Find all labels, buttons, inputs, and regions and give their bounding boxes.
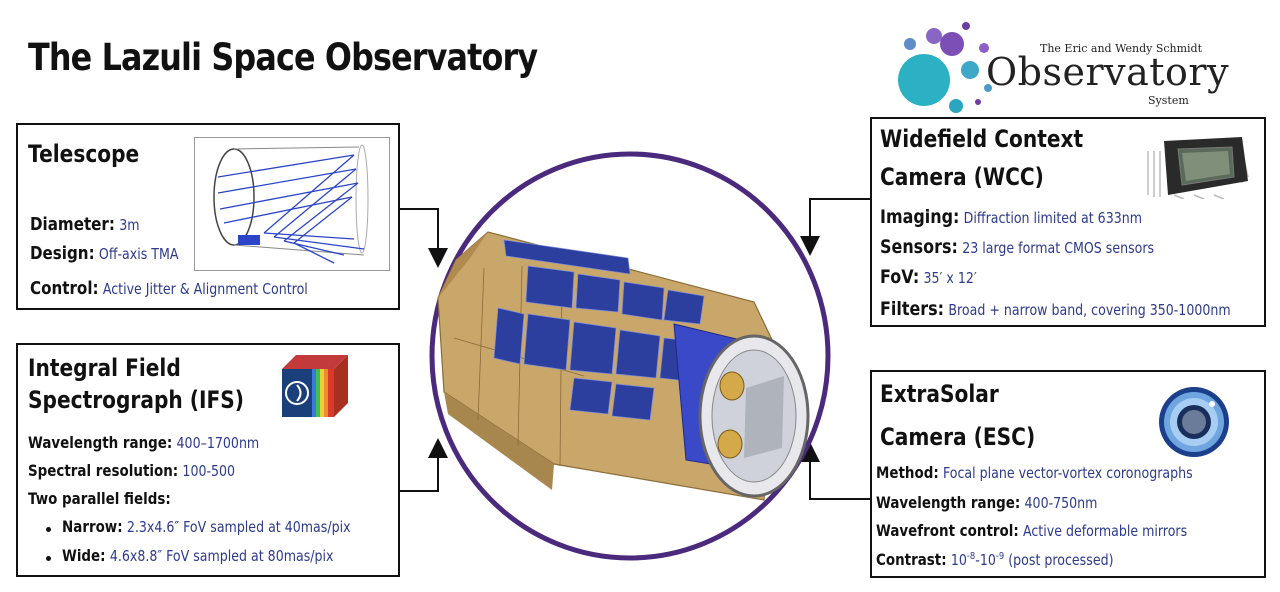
telescope-design-row: Design: Off-axis TMA <box>30 243 178 264</box>
esc-method-row: Method: Focal plane vector-vortex corono… <box>876 463 1193 482</box>
telescope-diameter-row: Diameter: 3m <box>30 214 140 235</box>
esc-heading-line2: Camera (ESC) <box>880 423 1036 451</box>
wcc-panel: Widefield Context Camera (WCC) Imaging: … <box>870 117 1266 327</box>
wcc-heading-line1: Widefield Context <box>880 125 1084 153</box>
ifs-heading-line2: Spectrograph (IFS) <box>28 386 245 414</box>
row-label: Narrow: <box>62 517 123 536</box>
esc-arrow <box>800 442 870 500</box>
logo-subtitle: System <box>1148 94 1189 107</box>
row-value: 100-500 <box>182 462 236 480</box>
logo-top-line: The Eric and Wendy Schmidt <box>1040 42 1203 55</box>
telescope-ray-diagram-icon <box>194 137 390 271</box>
row-label: Diameter: <box>30 214 115 235</box>
ifs-panel: Integral Field Spectrograph (IFS) Wavele… <box>16 343 400 577</box>
row-label: Sensors: <box>880 236 958 258</box>
observatory-logo: The Eric and Wendy Schmidt Observatory S… <box>890 14 1240 118</box>
row-value: Active Jitter & Alignment Control <box>102 280 308 298</box>
row-label: Wavefront control: <box>876 521 1019 540</box>
wcc-heading-line2: Camera (WCC) <box>880 163 1044 191</box>
row-value: 10-8-10-9 (post processed) <box>950 551 1114 569</box>
ifs-arrow <box>400 438 448 492</box>
row-value: 35′ x 12′ <box>923 269 977 287</box>
telescope-heading: Telescope <box>28 140 140 168</box>
row-value: Active deformable mirrors <box>1022 522 1188 540</box>
row-label: Wavelength range: <box>28 433 173 452</box>
wcc-filters-row: Filters: Broad + narrow band, covering 3… <box>880 298 1231 320</box>
row-label: Wavelength range: <box>876 493 1021 512</box>
row-label: Spectral resolution: <box>28 461 179 480</box>
row-label: Design: <box>30 243 95 264</box>
ifs-resolution-row: Spectral resolution: 100-500 <box>28 461 235 480</box>
ifs-narrow-row: Narrow: 2.3x4.6″ FoV sampled at 40mas/pi… <box>62 517 351 536</box>
bullet-icon <box>46 527 51 532</box>
row-value: Diffraction limited at 633nm <box>963 209 1142 227</box>
wcc-arrow <box>800 198 870 256</box>
esc-heading-line1: ExtraSolar <box>880 380 999 408</box>
esc-wavefront-row: Wavefront control: Active deformable mir… <box>876 521 1187 540</box>
ifs-heading-line1: Integral Field <box>28 354 181 382</box>
esc-panel: ExtraSolar Camera (ESC) Method: Focal pl… <box>870 370 1266 578</box>
row-label: FoV: <box>880 266 920 288</box>
telescope-control-row: Control: Active Jitter & Alignment Contr… <box>30 278 308 299</box>
row-label: Method: <box>876 463 939 482</box>
logo-wordmark: Observatory <box>986 50 1230 94</box>
row-label: Wide: <box>62 546 106 565</box>
row-value: Focal plane vector-vortex coronographs <box>942 464 1193 482</box>
wcc-sensors-row: Sensors: 23 large format CMOS sensors <box>880 236 1154 258</box>
row-value: 23 large format CMOS sensors <box>962 239 1155 257</box>
ifs-wavelength-row: Wavelength range: 400–1700nm <box>28 433 259 452</box>
row-label: Control: <box>30 278 99 299</box>
row-value: Off-axis TMA <box>98 245 179 263</box>
row-label: Contrast: <box>876 550 947 569</box>
coronagraph-lens-icon <box>1159 387 1229 457</box>
wcc-fov-row: FoV: 35′ x 12′ <box>880 266 977 288</box>
esc-contrast-row: Contrast: 10-8-10-9 (post processed) <box>876 550 1113 569</box>
row-value: 2.3x4.6″ FoV sampled at 40mas/pix <box>126 518 351 536</box>
telescope-panel: Telescope Diameter: 3m Design: Off-axis … <box>16 123 400 310</box>
ifs-fields-label: Two parallel fields: <box>28 489 171 508</box>
row-label: Imaging: <box>880 206 960 228</box>
row-label: Filters: <box>880 298 945 320</box>
bullet-icon <box>46 556 51 561</box>
row-value: 400-750nm <box>1024 494 1098 512</box>
row-value: Broad + narrow band, covering 350-1000nm <box>948 301 1231 319</box>
spacecraft-illustration <box>429 151 831 561</box>
logo-dots-icon <box>898 22 992 113</box>
wcc-imaging-row: Imaging: Diffraction limited at 633nm <box>880 206 1142 228</box>
row-value: 3m <box>119 216 140 234</box>
cmos-chip-icon <box>1147 137 1249 199</box>
row-value: 4.6x8.8″ FoV sampled at 80mas/pix <box>109 547 334 565</box>
ifs-wide-row: Wide: 4.6x8.8″ FoV sampled at 80mas/pix <box>62 546 333 565</box>
telescope-arrow <box>400 208 448 268</box>
spectral-cube-icon <box>282 355 348 417</box>
esc-wavelength-row: Wavelength range: 400-750nm <box>876 493 1097 512</box>
row-value: 400–1700nm <box>176 434 260 452</box>
page-title: The Lazuli Space Observatory <box>28 36 538 79</box>
